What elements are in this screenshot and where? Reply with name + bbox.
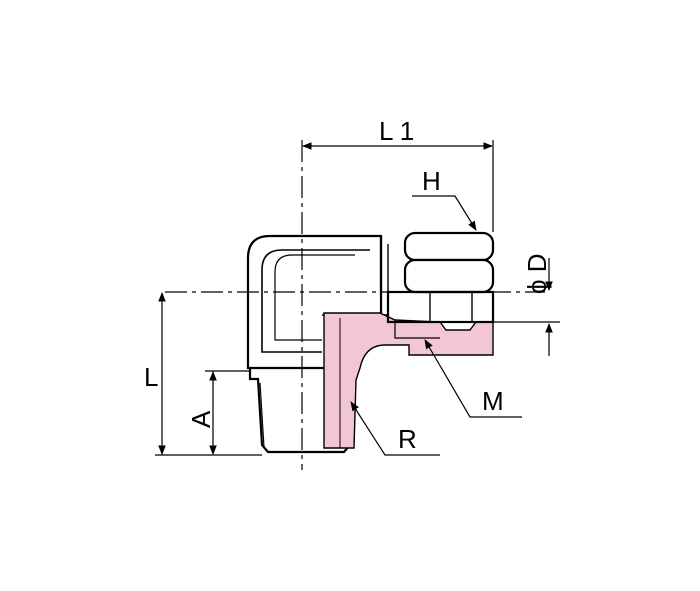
label-r: R (398, 424, 417, 454)
dimension-phi-d (493, 258, 560, 356)
nut-upper-hex (403, 231, 495, 262)
nut-lower-hex (403, 258, 495, 294)
elbow-bore-outline (274, 254, 355, 341)
union-nut (386, 231, 495, 324)
label-phi-d: ϕ D (522, 253, 552, 294)
dimension-a (205, 370, 250, 455)
label-l: L (144, 362, 158, 392)
thread-crest-left (259, 382, 265, 448)
label-h: H (422, 166, 441, 196)
nut-collar (386, 290, 495, 324)
section-fill (323, 312, 494, 449)
label-l1: L 1 (379, 116, 414, 146)
label-m: M (482, 386, 504, 416)
elbow-inner-outline (261, 249, 370, 353)
m-leader (424, 339, 522, 418)
dimension-l1 (302, 140, 494, 232)
h-leader (412, 195, 477, 231)
label-a: A (186, 410, 216, 428)
dimension-l (155, 292, 262, 456)
section-step (394, 320, 440, 339)
r-leader (350, 401, 440, 456)
